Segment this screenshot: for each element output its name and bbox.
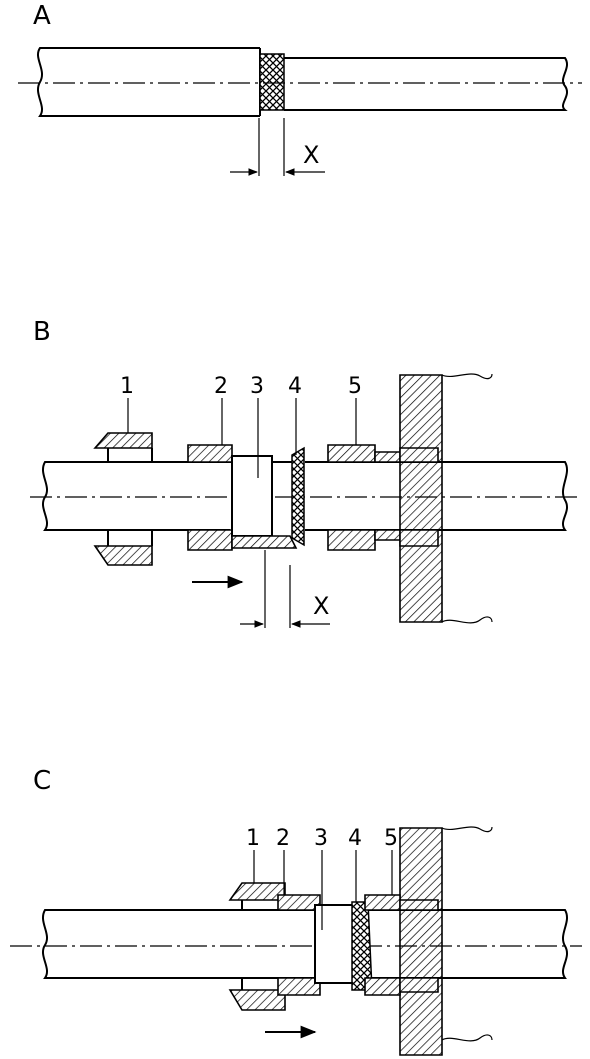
part-5-label: 5 bbox=[348, 374, 362, 399]
part-3-label: 3 bbox=[250, 374, 264, 399]
cable-sheath bbox=[42, 909, 380, 979]
part-5-label: 5 bbox=[384, 826, 398, 851]
cable-sheath bbox=[37, 47, 260, 117]
braid-shield bbox=[351, 901, 373, 991]
seal-insert bbox=[187, 444, 233, 463]
dimension-x-label: X bbox=[313, 592, 329, 620]
cap-nut bbox=[228, 882, 286, 901]
part-2-label: 2 bbox=[276, 826, 290, 851]
wall bbox=[399, 827, 443, 1056]
section-b: B 1 2 bbox=[30, 317, 582, 628]
section-a: A X bbox=[18, 1, 582, 176]
part-4-label: 4 bbox=[348, 826, 362, 851]
cone bbox=[231, 455, 273, 537]
part-4-label: 4 bbox=[288, 374, 302, 399]
part-1-label: 1 bbox=[120, 374, 134, 399]
braid-shield bbox=[291, 446, 305, 547]
part-1-label: 1 bbox=[246, 826, 260, 851]
wall bbox=[399, 374, 443, 623]
cap-nut bbox=[93, 432, 153, 449]
braid-shield bbox=[259, 53, 285, 111]
section-c-label: C bbox=[33, 766, 51, 796]
cone bbox=[314, 904, 356, 984]
cable bbox=[305, 461, 568, 531]
cable-core bbox=[284, 57, 568, 111]
seal-insert bbox=[277, 894, 321, 911]
dimension-x-label: X bbox=[303, 141, 319, 169]
part-2-label: 2 bbox=[214, 374, 228, 399]
gland-body bbox=[327, 444, 376, 463]
section-b-label: B bbox=[33, 317, 51, 347]
section-a-label: A bbox=[33, 1, 51, 31]
gland-body bbox=[364, 894, 401, 911]
part-3-label: 3 bbox=[314, 826, 328, 851]
section-c: C 1 2 3 4 5 bbox=[10, 766, 582, 1056]
